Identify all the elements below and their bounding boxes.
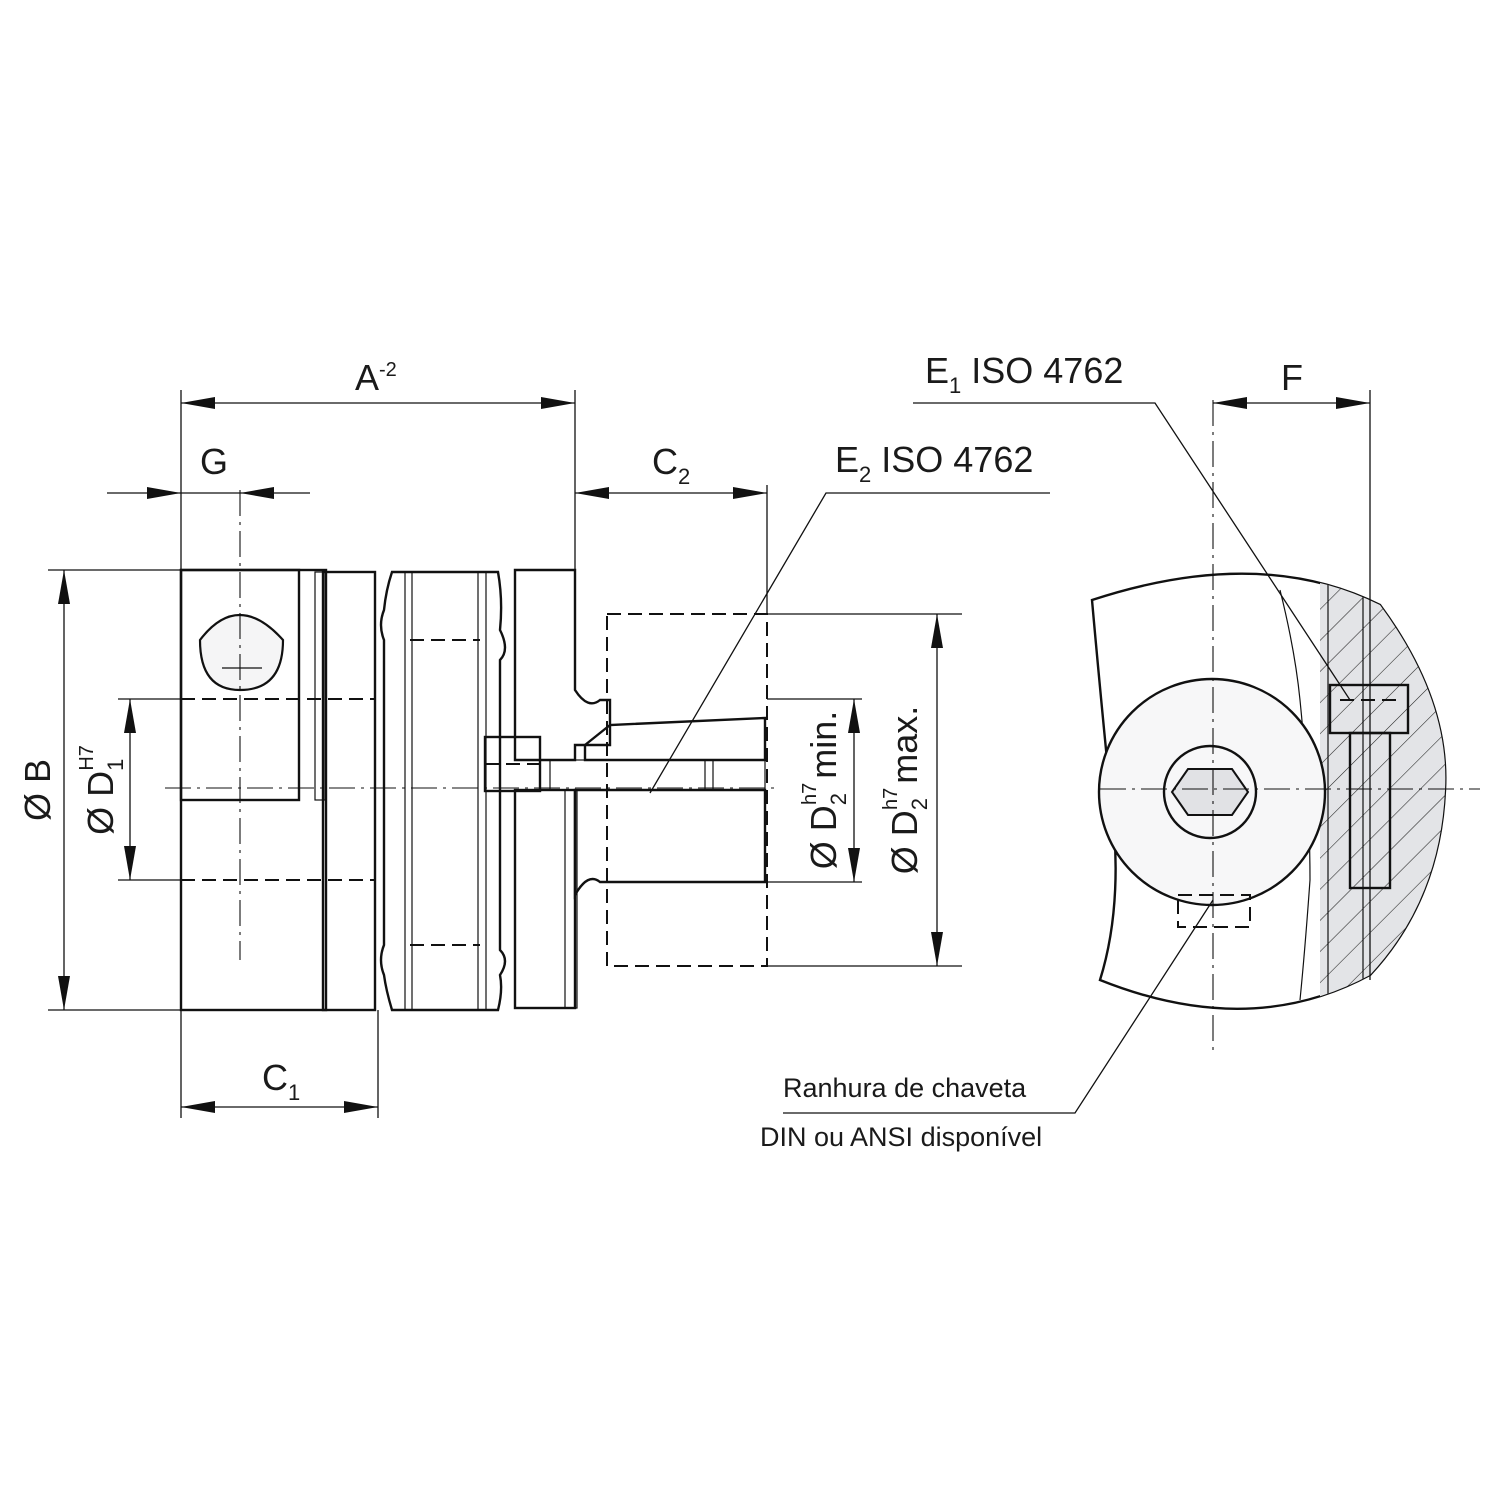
shaft-hub	[573, 788, 767, 900]
dimension-labels: A-2 G C2 C1 F Ø B Ø D1H7 Ø D2h7min. Ø D2…	[17, 350, 1303, 1152]
end-view	[1090, 400, 1480, 1050]
leader-keyway	[783, 899, 1214, 1114]
spacer-ring	[379, 570, 507, 1012]
label-f: F	[1281, 357, 1303, 398]
dimension-lines	[48, 390, 1371, 1118]
clamp-screw-hole	[198, 614, 285, 692]
hub-right-section	[513, 568, 612, 762]
side-view	[165, 490, 780, 1012]
label-a: A-2	[355, 357, 397, 398]
label-g: G	[200, 441, 228, 482]
keyway-slot	[1177, 894, 1251, 928]
leader-e2	[649, 492, 1050, 794]
disc-pack-right	[513, 788, 577, 1010]
label-diameter-d2-min: Ø D2h7min.	[799, 711, 851, 870]
label-c2: C2	[652, 441, 690, 489]
label-diameter-d1: Ø D1H7	[76, 745, 128, 835]
conical-bushing	[583, 716, 767, 762]
label-c1: C1	[262, 1057, 300, 1105]
label-diameter-b: Ø B	[17, 759, 58, 821]
leader-e1	[913, 402, 1351, 701]
disc-pack-left	[321, 570, 377, 1012]
keyway-note-line2: DIN ou ANSI disponível	[760, 1122, 1042, 1152]
keyway-note-line1: Ranhura de chaveta	[783, 1073, 1027, 1103]
label-diameter-d2-max: Ø D2h7max.	[880, 706, 932, 875]
hex-socket	[1170, 768, 1250, 816]
shaft-envelope-max	[606, 613, 768, 967]
